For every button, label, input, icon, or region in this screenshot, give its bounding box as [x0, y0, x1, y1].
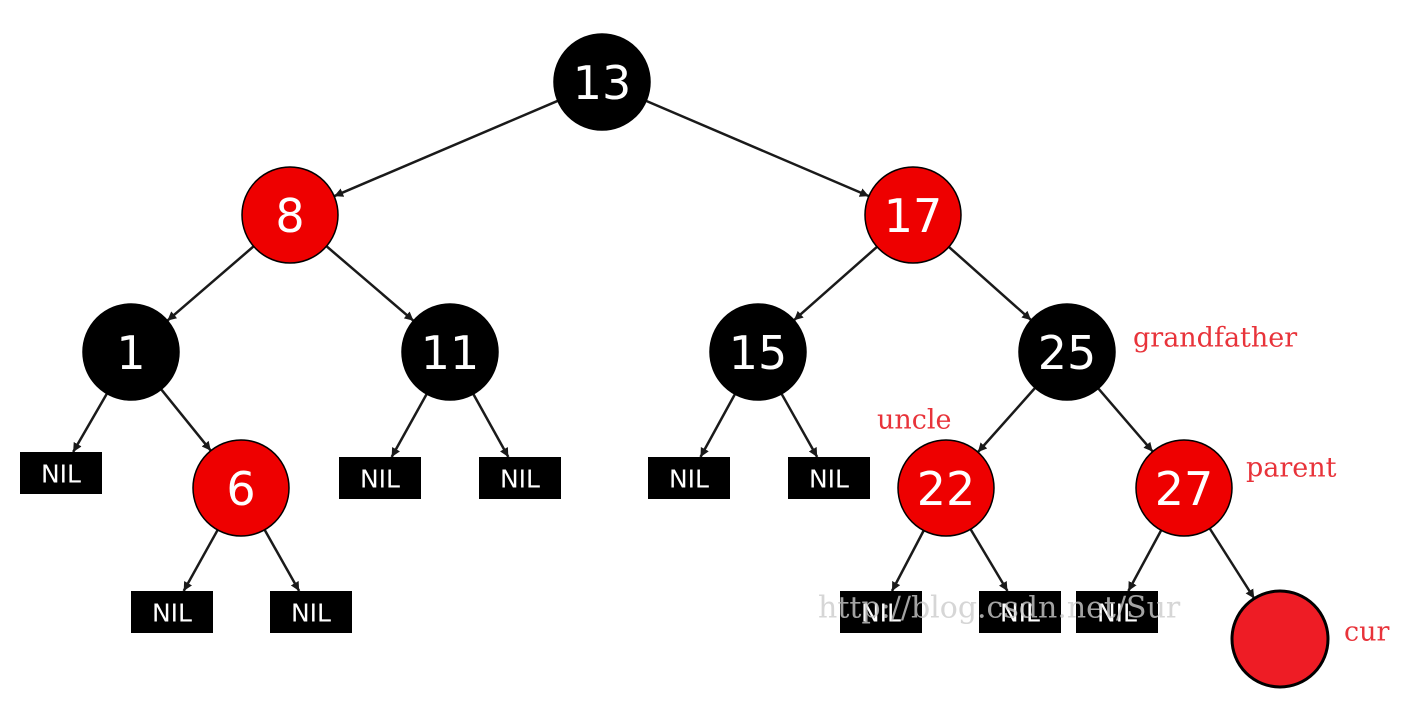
nil-leaf-nil-22a: NIL — [840, 591, 922, 633]
edge-n13-n17 — [645, 99, 870, 198]
nil-label-nil-15a: NIL — [669, 465, 709, 494]
nil-label-nil-15b: NIL — [809, 465, 849, 494]
tree-node-n17: 17 — [864, 166, 962, 264]
parent-label: parent — [1246, 453, 1337, 484]
nil-box-nil-15b — [788, 457, 870, 499]
uncle-label: uncle — [877, 405, 952, 436]
edge-layer — [72, 99, 1256, 600]
node-label-n8: 8 — [275, 189, 304, 243]
nil-box-nil-22b — [979, 591, 1061, 633]
tree-node-n11: 11 — [401, 303, 499, 401]
nil-leaf-nil-1a: NIL — [20, 452, 102, 494]
node-circle-n13 — [553, 33, 651, 131]
edge-n13-n8 — [333, 99, 559, 198]
node-label-n17: 17 — [884, 189, 943, 243]
node-circle-n17 — [864, 166, 962, 264]
watermark-text: http://blog.csdn.net/Sur — [818, 591, 1181, 626]
nil-box-nil-27a — [1076, 591, 1158, 633]
tree-node-n1: 1 — [82, 303, 180, 401]
nil-box-nil-22a — [840, 591, 922, 633]
edge-n6-nil-6b — [263, 529, 301, 592]
nil-leaf-nil-27a: NIL — [1076, 591, 1158, 633]
nil-leaf-nil-6b: NIL — [270, 591, 352, 633]
node-label-n25: 25 — [1038, 326, 1097, 380]
tree-node-n8: 8 — [241, 166, 339, 264]
edge-n27-nil-27a — [1127, 529, 1163, 592]
nil-box-nil-11a — [339, 457, 421, 499]
nil-box-nil-1a — [20, 452, 102, 494]
edge-n11-nil-11b — [472, 393, 510, 458]
tree-node-n13: 13 — [553, 33, 651, 131]
tree-node-n6: 6 — [192, 439, 290, 537]
node-label-n1: 1 — [116, 326, 145, 380]
nil-label-nil-6a: NIL — [152, 599, 192, 628]
nil-leaf-nil-11a: NIL — [339, 457, 421, 499]
node-label-n27: 27 — [1155, 462, 1214, 516]
nil-box-nil-11b — [479, 457, 561, 499]
nil-label-nil-22a: NIL — [861, 599, 901, 628]
nil-label-nil-1a: NIL — [41, 460, 81, 489]
node-circle-n15 — [709, 303, 807, 401]
cur-label: cur — [1344, 617, 1390, 648]
edge-n22-nil-22a — [890, 529, 925, 592]
edge-n17-n25 — [948, 245, 1032, 322]
tree-node-cur — [1230, 589, 1330, 689]
node-label-n6: 6 — [226, 462, 255, 516]
nil-box-nil-15a — [648, 457, 730, 499]
edge-n15-nil-15b — [780, 393, 819, 458]
nil-leaf-nil-22b: NIL — [979, 591, 1061, 633]
edge-n25-n22 — [976, 387, 1037, 453]
node-label-n11: 11 — [421, 326, 480, 380]
edge-n8-n1 — [166, 245, 255, 322]
tree-node-n25: 25 — [1018, 303, 1116, 401]
nil-label-nil-11a: NIL — [360, 465, 400, 494]
edge-n22-nil-22b — [969, 528, 1009, 592]
edge-n1-nil-1a — [72, 392, 109, 453]
edge-n8-n11 — [325, 245, 415, 322]
edge-n11-nil-11a — [390, 393, 428, 458]
edge-n17-n15 — [793, 245, 878, 322]
nil-label-nil-6b: NIL — [291, 599, 331, 628]
grandfather-label: grandfather — [1133, 323, 1297, 354]
edge-n15-nil-15a — [699, 393, 737, 458]
node-circle-cur — [1230, 589, 1330, 689]
tree-node-n15: 15 — [709, 303, 807, 401]
edge-n6-nil-6a — [182, 529, 219, 592]
nil-box-nil-6a — [131, 591, 213, 633]
node-circle-n6 — [192, 439, 290, 537]
node-label-n13: 13 — [573, 56, 632, 110]
edge-n25-n27 — [1097, 387, 1154, 453]
node-label-n15: 15 — [729, 326, 788, 380]
edge-n27-cur — [1208, 527, 1256, 600]
node-circle-n8 — [241, 166, 339, 264]
node-circle-n11 — [401, 303, 499, 401]
node-circle-n22 — [897, 439, 995, 537]
node-circle-n27 — [1135, 439, 1233, 537]
tree-node-n22: 22 — [897, 439, 995, 537]
node-label-n22: 22 — [917, 462, 976, 516]
edge-n1-n6 — [160, 388, 212, 452]
nil-label-nil-11b: NIL — [500, 465, 540, 494]
nil-leaf-nil-15a: NIL — [648, 457, 730, 499]
node-circle-n25 — [1018, 303, 1116, 401]
nil-leaf-nil-6a: NIL — [131, 591, 213, 633]
nil-leaf-nil-15b: NIL — [788, 457, 870, 499]
node-circle-n1 — [82, 303, 180, 401]
nil-label-nil-27a: NIL — [1097, 599, 1137, 628]
nil-label-nil-22b: NIL — [1000, 599, 1040, 628]
tree-node-n27: 27 — [1135, 439, 1233, 537]
annotation-layer: grandfather uncle parent cur — [877, 323, 1390, 648]
nil-leaf-nil-11b: NIL — [479, 457, 561, 499]
nil-box-nil-6b — [270, 591, 352, 633]
nil-layer: NIL NIL NIL NIL NIL NIL NIL NIL NIL NIL — [20, 452, 1158, 633]
